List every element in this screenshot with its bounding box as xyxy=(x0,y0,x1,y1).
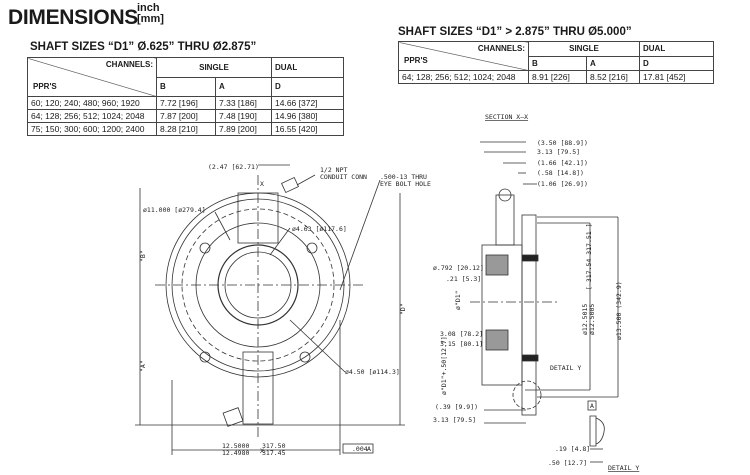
unit-label: inch [mm] xyxy=(137,3,164,25)
dim-21: .21 [5.3] xyxy=(446,275,481,283)
table-row: 64; 128; 256; 512; 1024; 2048 8.91 [226]… xyxy=(398,70,714,84)
ppr-label: PPR'S xyxy=(404,56,428,65)
dim-313-bottom: 3.13 [79.5] xyxy=(433,416,476,424)
datum-label: A xyxy=(367,445,371,453)
leader xyxy=(289,319,346,373)
page-title: DIMENSIONS xyxy=(8,6,139,29)
hatched-section xyxy=(485,329,509,351)
eyebolt-label: .500-13 THRU xyxy=(380,173,427,181)
leader xyxy=(214,211,231,241)
dia-135-label: ø13.500 (342.9) xyxy=(615,281,623,340)
tolerance-value: .004 xyxy=(352,445,368,453)
dim-350: (3.50 [88.9]) xyxy=(537,139,588,147)
section-mark: X xyxy=(260,447,264,455)
connector-body xyxy=(495,194,515,246)
eyebolt-label: EYE BOLT HOLE xyxy=(380,180,431,188)
table1: CHANNELS: PPR'S SINGLE DUAL B A D 60; 12… xyxy=(27,57,344,136)
ppr-label: PPR'S xyxy=(33,82,57,91)
dim-792: ø.792 [20.12] xyxy=(433,264,484,272)
a-cell: 7.89 [200] xyxy=(215,122,272,136)
dim-d1-plus: ø"D1"+.50[12.7] xyxy=(440,336,448,395)
table2: CHANNELS: PPR'S SINGLE DUAL B A D 64; 12… xyxy=(398,41,714,84)
d-cell: 16.55 [420] xyxy=(271,122,344,136)
dim-a-label: "A" xyxy=(139,360,147,372)
dim-308: 3.08 [78.2] xyxy=(440,330,483,338)
bolt-hole xyxy=(199,351,211,363)
unit-mm: [mm] xyxy=(137,13,164,25)
seal xyxy=(521,354,539,362)
leader xyxy=(269,227,291,256)
table-row: 75; 150; 300; 600; 1200; 2400 8.28 [210]… xyxy=(27,122,344,136)
width-label: 12.4980 xyxy=(222,449,249,457)
channels-label: CHANNELS: xyxy=(105,60,153,69)
detail-y-circle xyxy=(512,380,542,410)
table1-title: SHAFT SIZES “D1” Ø.625” THRU Ø2.875” xyxy=(30,41,257,53)
detail-y-title: DETAIL Y xyxy=(608,464,639,472)
section-title: SECTION X–X xyxy=(485,113,528,121)
flange-plate xyxy=(521,214,537,416)
section-mark: X xyxy=(260,180,264,188)
dim-019: .19 [4.8] xyxy=(555,445,590,453)
front-view xyxy=(135,164,405,455)
dim-058: (.58 [14.8]) xyxy=(537,169,584,177)
dia-463-label: ø4.63 [ø117.6] xyxy=(292,225,347,233)
bolt-hole xyxy=(299,351,311,363)
table2-title: SHAFT SIZES “D1” > 2.875” THRU Ø5.000” xyxy=(398,26,632,38)
front-view-labels: (2.47 [62.71) 1/2 NPT CONDUIT CONN .500-… xyxy=(139,163,431,457)
dim-039: (.39 [9.9]) xyxy=(435,403,478,411)
bolt-hole xyxy=(306,242,318,254)
conduit-connector xyxy=(281,176,299,194)
seal xyxy=(521,254,539,262)
dia-450-label: ø4.50 [ø114.3] xyxy=(345,368,400,376)
dia-125-label: ø12.5015 xyxy=(581,304,589,335)
col-d: D xyxy=(639,55,714,71)
dim-b-label: "B" xyxy=(139,250,147,262)
dim-050: .50 [12.7] xyxy=(548,459,587,467)
table-row: 64; 128; 256; 512; 1024; 2048 7.87 [200]… xyxy=(27,109,344,123)
datum-a: A xyxy=(590,402,594,410)
channels-label: CHANNELS: xyxy=(477,44,525,53)
dim-247: (2.47 [62.71) xyxy=(208,163,259,171)
detail-y-profile xyxy=(589,415,605,447)
b-cell: 8.28 [210] xyxy=(156,122,216,136)
hatched-section xyxy=(485,254,509,276)
width-mm-label: 317.50 xyxy=(262,442,286,450)
width-label: 12.5000 xyxy=(222,442,249,450)
leader xyxy=(339,179,381,291)
conduit-label: CONDUIT CONN xyxy=(320,173,367,181)
dim-313: 3.13 [79.5] xyxy=(537,148,580,156)
dim-106: (1.06 [26.9]) xyxy=(537,180,588,188)
dia-11-label: ø11.000 [ø279.4] xyxy=(143,206,206,214)
bolt-circle xyxy=(181,208,335,362)
bottom-connector xyxy=(222,407,244,427)
conduit-label: 1/2 NPT xyxy=(320,166,347,174)
datum-a-box xyxy=(587,400,597,411)
unit-inch: inch xyxy=(137,2,160,14)
tolerance-frame xyxy=(342,443,374,454)
bolt-hole xyxy=(199,242,211,254)
dim-d1: ø"D1" xyxy=(454,290,462,310)
dim-166: (1.66 [42.1]) xyxy=(537,159,588,167)
ppr-cell: 75; 150; 300; 600; 1200; 2400 xyxy=(27,122,157,136)
width-mm-label: 317.45 xyxy=(262,449,286,457)
table1-corner-header: CHANNELS: PPR'S xyxy=(27,57,157,97)
dia-125-mm: [ 317.54 317.51 ] xyxy=(585,223,593,290)
d-cell: 17.81 [452] xyxy=(639,70,714,84)
dia-125-label: ø12.5005 xyxy=(588,304,596,335)
dim-315: 3.15 [80.1] xyxy=(440,340,483,348)
section-view-labels: SECTION X–X (3.50 [88.9]) 3.13 [79.5] (1… xyxy=(433,113,639,472)
leader xyxy=(296,174,316,186)
detail-y-callout: DETAIL Y xyxy=(550,364,581,372)
connector-cap xyxy=(498,188,512,202)
table2-corner-header: CHANNELS: PPR'S xyxy=(398,41,529,71)
section-view xyxy=(470,141,619,463)
dim-d-label: "D" xyxy=(399,303,407,315)
